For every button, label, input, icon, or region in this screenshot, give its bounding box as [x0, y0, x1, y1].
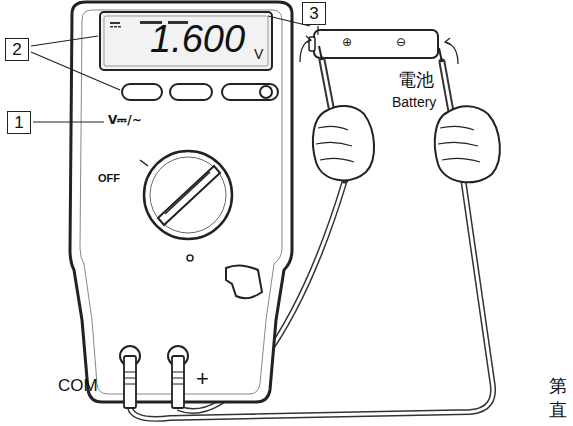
- meter-body: [70, 2, 292, 402]
- display-reading: 1.600: [150, 18, 245, 62]
- battery: [309, 30, 438, 58]
- motion-arrows: [300, 36, 458, 64]
- caption-fragment: 直: [549, 400, 567, 421]
- callout-text: 3: [309, 5, 318, 22]
- caption-fragment: 第: [549, 376, 567, 397]
- lcd-inner: [104, 16, 268, 66]
- indicator-hole: [187, 255, 193, 261]
- battery-label: 電池: [398, 70, 434, 91]
- switch-position: OFF: [98, 172, 120, 185]
- probe-holder: [226, 265, 262, 298]
- lcd-window: [100, 12, 272, 70]
- callout-text: 2: [12, 41, 21, 58]
- rotary-switch: [140, 151, 232, 239]
- hands: [313, 106, 500, 182]
- polarity-mark: ⊕: [342, 36, 352, 50]
- meter-face: [80, 10, 282, 394]
- callout-number: 3: [302, 2, 326, 25]
- jack-label: COM: [58, 376, 98, 396]
- callout-text: 1: [14, 114, 23, 131]
- battery-label: Battery: [392, 94, 436, 110]
- jack-label: +: [196, 366, 209, 391]
- polarity-mark: ⊖: [396, 36, 406, 50]
- callout-number: 1: [7, 111, 31, 134]
- leader-lines: [31, 16, 318, 122]
- display-unit: V: [254, 46, 263, 62]
- function-mark: V⎓/~: [108, 114, 142, 128]
- input-jacks: [120, 346, 188, 408]
- buttons: [122, 84, 278, 100]
- callout-number: 2: [5, 38, 29, 61]
